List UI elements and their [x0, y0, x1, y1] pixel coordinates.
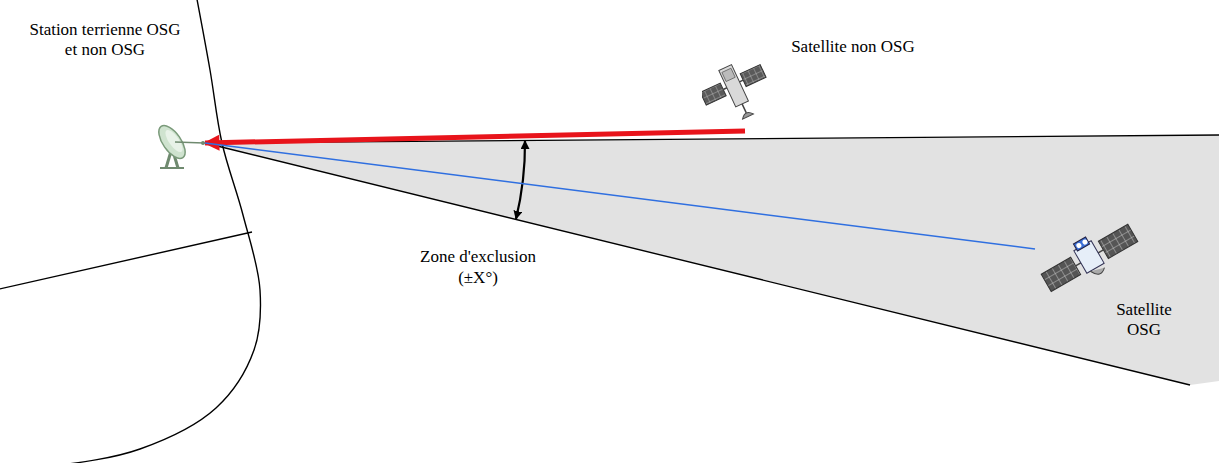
node-icon	[702, 53, 772, 138]
icon-node: Satellite OSG	[1035, 212, 1185, 352]
gso-satellite-icon	[1037, 212, 1142, 302]
node-icon	[1037, 212, 1142, 307]
wedge-lower-edge	[205, 143, 1190, 385]
exclusion-wedge	[205, 135, 1219, 385]
earth-latitude-line	[0, 232, 252, 290]
node-label: Satellite non OSG	[768, 37, 938, 57]
node-label: Station terrienne OSG et non OSG	[25, 20, 185, 61]
zone-label: Zone d'exclusion (±X°)	[413, 246, 543, 289]
dish-antenna-icon	[148, 122, 206, 170]
node-label: Satellite OSG	[1107, 300, 1181, 341]
non-gso-satellite-icon	[702, 53, 772, 133]
icon-node: Satellite non OSG	[700, 35, 945, 131]
interference-arrow	[205, 131, 745, 143]
icon-node: Station terrienne OSG et non OSG	[10, 18, 205, 168]
earth-outline	[0, 0, 261, 463]
gso-link-line	[205, 143, 1035, 249]
angle-double-arrow	[516, 141, 525, 219]
node-icon	[148, 122, 206, 175]
